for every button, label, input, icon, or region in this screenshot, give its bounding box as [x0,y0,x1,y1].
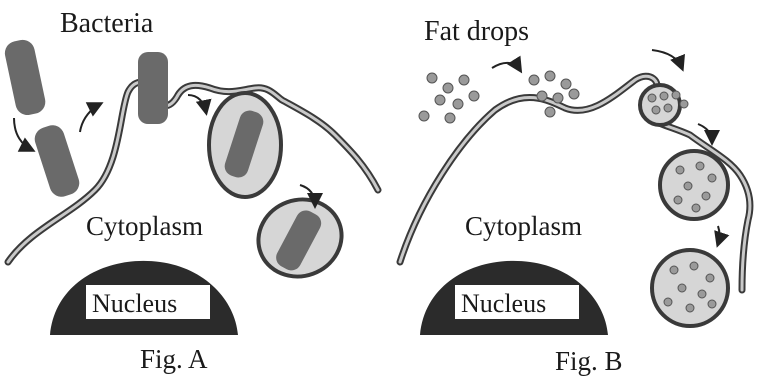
arrow [492,63,520,70]
phagosome [248,188,353,288]
vesicle-forming [640,85,688,125]
fig-b-caption: Fig. B [555,346,623,376]
fig-a-caption: Fig. A [140,344,208,374]
vesicle-pinching [660,151,728,219]
fig-a-nucleus-label: Nucleus [92,289,177,318]
fat-drops-free [419,73,479,123]
fig-b-nucleus-label: Nucleus [461,289,546,318]
vesicle [652,250,728,326]
fig-b-top-label: Fat drops [424,16,529,47]
fig-b-region-label: Cytoplasm [465,211,582,241]
figure-b: Fat drops Cytoplasm Nucleus Fig. B [400,16,750,376]
arrow [652,50,682,68]
arrow [80,104,100,132]
fig-a-top-label: Bacteria [60,8,154,39]
bacterium [138,52,168,124]
bacterium [32,122,83,200]
arrow [14,118,32,150]
arrow [718,226,720,244]
bacterium [3,38,48,118]
phagosome-forming [209,93,281,197]
figure-a: Bacteria Cytoplasm Nucleus Fig. A [3,8,378,374]
arrow [188,95,206,112]
fig-a-region-label: Cytoplasm [86,211,203,241]
